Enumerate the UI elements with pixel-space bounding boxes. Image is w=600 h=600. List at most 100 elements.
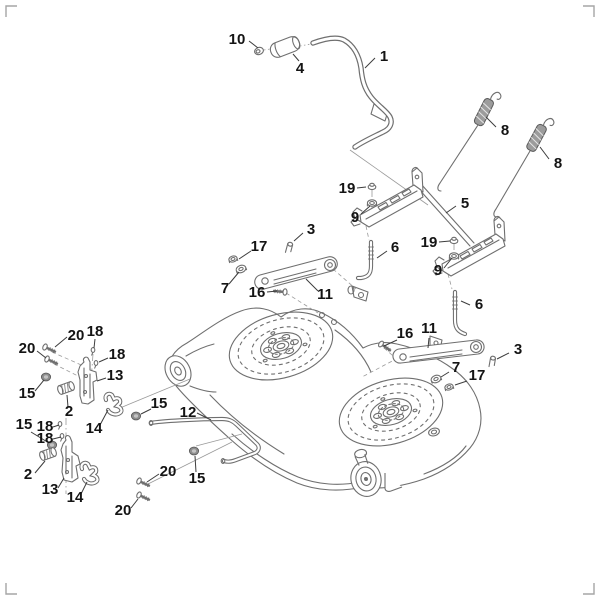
leader-line-part-13 — [96, 377, 107, 382]
part-nut-17-right — [443, 382, 455, 392]
leader-line-part-18 — [52, 424, 60, 428]
leader-line-part-20 — [130, 498, 139, 509]
part-rod-6-left — [355, 239, 374, 281]
part-label-3: 3 — [514, 341, 522, 358]
part-washer-7-left — [234, 263, 248, 275]
leader-line-part-6 — [460, 300, 471, 306]
leader-line-part-17 — [238, 250, 252, 260]
part-clip-14-b — [79, 460, 100, 486]
leader-line-part-14 — [99, 409, 109, 426]
part-bracket-13-b — [60, 435, 81, 483]
leader-line-part-16 — [383, 339, 398, 347]
leader-line-part-13 — [57, 477, 65, 489]
part-label-3: 3 — [307, 221, 315, 238]
mount-group-upper-left — [40, 342, 142, 421]
leader-line-part-11 — [427, 337, 430, 349]
left-spindle-assembly — [220, 300, 342, 392]
part-nut-15-a — [40, 372, 52, 382]
leader-line-part-2 — [66, 394, 69, 408]
part-label-18: 18 — [37, 430, 54, 447]
part-label-8: 8 — [501, 122, 509, 139]
part-spring-8-left — [438, 87, 503, 191]
leader-line-part-9 — [443, 257, 453, 269]
leader-line-part-10 — [248, 40, 259, 49]
leader-line-part-18 — [52, 436, 62, 440]
part-label-15: 15 — [19, 385, 36, 402]
leader-line-part-16 — [266, 290, 278, 293]
part-label-19: 19 — [339, 180, 356, 197]
part-label-18: 18 — [109, 346, 126, 363]
leader-line-part-15 — [30, 431, 50, 444]
part-nut-9-right — [448, 252, 460, 260]
part-label-13: 13 — [107, 367, 124, 384]
part-label-20: 20 — [115, 502, 132, 519]
leader-line-part-8 — [539, 146, 550, 160]
part-label-11: 11 — [421, 320, 437, 337]
part-label-13: 13 — [42, 481, 59, 498]
part-rod-6-right — [452, 289, 468, 337]
part-nut-19-left — [367, 182, 377, 191]
part-label-5: 5 — [461, 195, 469, 212]
part-nut-9-left — [366, 199, 378, 207]
part-rod-12 — [149, 416, 261, 463]
leader-line-part-9 — [360, 205, 371, 215]
leader-line-part-3 — [293, 232, 304, 242]
deck-left-caster — [164, 344, 216, 392]
part-label-2: 2 — [65, 403, 73, 420]
part-bracket-13-a — [77, 356, 98, 405]
part-label-9: 9 — [351, 209, 359, 226]
leader-line-part-19 — [356, 186, 367, 189]
part-label-17: 17 — [469, 367, 486, 384]
leader-line-part-14 — [80, 481, 88, 495]
leader-line-part-12 — [196, 412, 212, 421]
corner-mark-bottom-left — [5, 583, 17, 595]
leader-line-part-1 — [364, 57, 376, 69]
part-arm-11-right — [392, 339, 485, 364]
part-pin-3-left — [284, 241, 294, 255]
leader-line-part-7 — [228, 271, 240, 285]
deck-arm-bracket-left — [348, 285, 369, 302]
part-label-14: 14 — [67, 489, 84, 506]
deck-ring-detail — [428, 427, 441, 437]
part-nut-15-a2 — [130, 411, 142, 421]
part-label-17: 17 — [251, 238, 268, 255]
part-nut-15-b2 — [188, 446, 200, 456]
part-pin-3-right — [488, 355, 497, 368]
leader-line-part-5 — [445, 205, 457, 214]
part-screw-20-b2 — [134, 490, 153, 505]
part-washer-7-right — [429, 373, 443, 385]
corner-mark-bottom-right — [583, 583, 595, 595]
corner-mark-top-left — [5, 5, 17, 17]
leader-line-part-7 — [440, 371, 450, 378]
leader-line-part-15 — [194, 455, 197, 473]
part-cap-10 — [254, 46, 264, 56]
part-label-15: 15 — [16, 416, 33, 433]
leader-line-part-20 — [146, 473, 160, 483]
leader-line-part-19 — [438, 240, 451, 243]
part-label-12: 12 — [180, 404, 197, 421]
part-label-6: 6 — [391, 239, 399, 256]
part-height-bracket-5 — [350, 167, 506, 277]
part-label-16: 16 — [249, 284, 266, 301]
leader-line-part-18 — [93, 338, 96, 349]
leader-line-part-11 — [305, 278, 319, 292]
part-arm-11-left — [254, 256, 338, 290]
part-label-11: 11 — [317, 286, 333, 303]
part-nut-19-right — [449, 236, 459, 245]
part-label-8: 8 — [554, 155, 562, 172]
part-label-15: 15 — [151, 395, 168, 412]
leader-line-part-15 — [34, 379, 45, 392]
mower-deck — [164, 285, 481, 497]
part-label-19: 19 — [421, 234, 438, 251]
deck-flap — [384, 473, 403, 492]
part-label-4: 4 — [296, 60, 305, 77]
part-label-16: 16 — [397, 325, 414, 342]
leader-line-part-2 — [34, 460, 46, 474]
leader-line-part-4 — [292, 53, 300, 62]
part-label-7: 7 — [221, 280, 229, 297]
part-grip-4 — [269, 35, 301, 58]
deck-wheel — [350, 447, 382, 497]
part-label-2: 2 — [24, 466, 32, 483]
part-clip-14-a — [103, 391, 124, 417]
